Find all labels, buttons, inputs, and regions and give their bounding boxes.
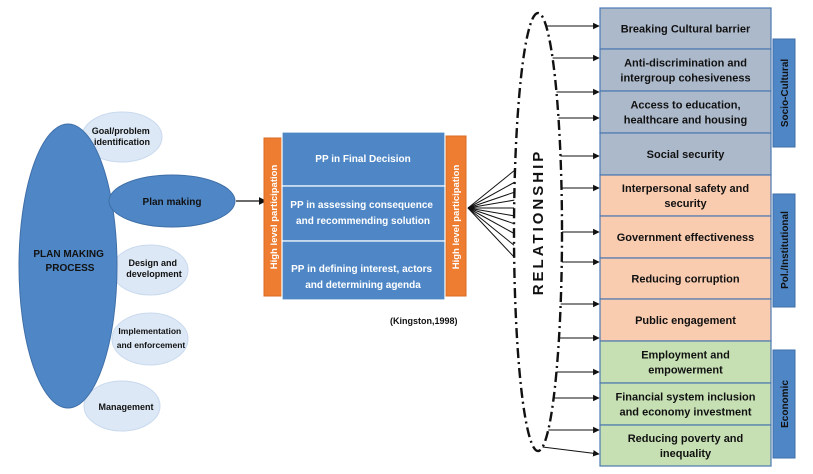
fan-line bbox=[467, 207, 516, 217]
citation: (Kingston,1998) bbox=[390, 316, 458, 326]
outcome-box bbox=[599, 90, 772, 134]
category-group: Socio-Cultural Pol./Institutional Econom… bbox=[772, 38, 796, 459]
outcome-label-line: Government effectiveness bbox=[617, 232, 755, 244]
outcome-box bbox=[599, 215, 772, 259]
outcome-label-line: Reducing corruption bbox=[631, 274, 739, 286]
stage-label-design: Design and development bbox=[126, 258, 182, 279]
stage-label-goal: Goal/problem identification bbox=[92, 126, 153, 147]
participation-bar-right bbox=[445, 135, 467, 297]
outcome-label-line: healthcare and housing bbox=[624, 115, 747, 127]
outcome-boxes: Breaking Cultural barrierAnti-discrimina… bbox=[599, 7, 772, 467]
outcome-box bbox=[599, 48, 772, 92]
outcome-label-line: Public engagement bbox=[635, 315, 736, 327]
stage-ellipse-implementation bbox=[111, 312, 189, 366]
outcome-arrow bbox=[542, 446, 600, 457]
participation-label-final: PP in Final Decision bbox=[315, 154, 410, 165]
fan-lines bbox=[467, 169, 516, 259]
outcome-box bbox=[599, 298, 772, 342]
outcome-label: Reducing poverty and inequality bbox=[628, 433, 744, 460]
stage-label-implementation-line-2: and enforcement bbox=[117, 340, 186, 350]
outcome-box bbox=[599, 257, 772, 300]
fan-line bbox=[467, 169, 516, 209]
outcome-box bbox=[599, 382, 772, 426]
fan-line bbox=[467, 199, 516, 209]
outcome-label-line: Social security bbox=[647, 149, 726, 161]
outcome-label-line: Breaking Cultural barrier bbox=[621, 24, 751, 36]
fan-line bbox=[467, 207, 516, 247]
outcome-label: Reducing corruption bbox=[631, 274, 739, 286]
fan-line bbox=[467, 191, 516, 209]
category-label-socio: Socio-Cultural bbox=[780, 59, 791, 128]
outcome-label-line: empowerment bbox=[648, 365, 723, 377]
outcome-label-line: Employment and bbox=[641, 350, 730, 362]
plan-making-process-line-1: PLAN MAKING bbox=[33, 249, 104, 260]
category-bar-eco bbox=[772, 349, 796, 459]
participation-box-assessing bbox=[281, 185, 446, 242]
outcome-label: Social security bbox=[647, 149, 726, 161]
outcome-label-line: Anti-discrimination and bbox=[624, 58, 747, 70]
stage-label-goal-line-2: identification bbox=[94, 137, 150, 147]
outcome-label-line: intergroup cohesiveness bbox=[620, 73, 750, 85]
participation-group: PP in Final Decision PP in assessing con… bbox=[263, 131, 467, 326]
participation-label-defining-line-1: PP in defining interest, actors bbox=[291, 264, 432, 275]
outcome-label-line: Financial system inclusion bbox=[616, 392, 756, 404]
stage-label-design-line-2: development bbox=[126, 269, 182, 279]
category-bar-socio bbox=[772, 38, 796, 148]
outcome-label: Interpersonal safety and security bbox=[622, 183, 749, 210]
relationship-group: RELATIONSHIP bbox=[512, 11, 564, 453]
fan-line bbox=[467, 181, 516, 209]
outcome-label: Public engagement bbox=[635, 315, 736, 327]
plan-process-group: PLAN MAKING PROCESS Plan making Goal/pro… bbox=[18, 111, 267, 432]
outcome-box bbox=[599, 424, 772, 467]
plan-making-label: Plan making bbox=[143, 197, 202, 208]
outcome-arrows bbox=[542, 22, 600, 457]
stage-label-management-line-1: Management bbox=[98, 402, 153, 412]
outcome-label-line: and economy investment bbox=[619, 407, 751, 419]
outcome-label: Anti-discrimination and intergroup cohesi… bbox=[620, 58, 750, 85]
stage-ellipse-management bbox=[83, 380, 161, 432]
participation-label-assessing: PP in assessing consequence and recommen… bbox=[290, 200, 435, 227]
plan-making-process-ellipse bbox=[18, 123, 118, 409]
participation-box-final-decision bbox=[281, 131, 446, 187]
stage-label-goal-line-1: Goal/problem bbox=[92, 126, 150, 136]
participation-side-label-left: High level participation bbox=[269, 165, 280, 270]
participation-label-defining: PP in defining interest, actors and dete… bbox=[291, 264, 435, 291]
fan-line bbox=[467, 207, 516, 225]
fan-line bbox=[467, 207, 516, 259]
outcome-label: Breaking Cultural barrier bbox=[621, 24, 751, 36]
participation-label-defining-line-2: and determining agenda bbox=[305, 280, 421, 291]
stage-label-design-line-1: Design and bbox=[128, 258, 177, 268]
category-bar-pol bbox=[772, 193, 796, 308]
outcome-label: Financial system inclusion and economy in… bbox=[616, 392, 756, 419]
outcome-label-line: Reducing poverty and bbox=[628, 433, 744, 445]
outcome-label-line: Interpersonal safety and bbox=[622, 183, 749, 195]
plan-making-process-label: PLAN MAKING PROCESS bbox=[33, 249, 106, 274]
outcome-label: Access to education, healthcare and housi… bbox=[624, 100, 747, 127]
fan-line bbox=[467, 207, 516, 235]
participation-side-label-right: High level participation bbox=[451, 165, 462, 270]
stage-label-implementation-line-1: Implementation bbox=[118, 326, 181, 336]
outcome-label: Government effectiveness bbox=[617, 232, 755, 244]
category-label-eco: Economic bbox=[780, 380, 791, 428]
participation-label-final-line-1: PP in Final Decision bbox=[315, 154, 410, 165]
category-label-pol: Pol./Institutional bbox=[780, 211, 791, 289]
participation-box-defining bbox=[281, 240, 446, 301]
relationship-label: RELATIONSHIP bbox=[530, 149, 547, 296]
participation-label-assessing-line-1: PP in assessing consequence bbox=[290, 200, 433, 211]
outcome-box bbox=[599, 7, 772, 50]
stage-label-management: Management bbox=[98, 402, 153, 412]
outcome-label-line: security bbox=[664, 198, 707, 210]
plan-making-ellipse bbox=[108, 174, 236, 228]
stage-label-implementation: Implementation and enforcement bbox=[117, 326, 186, 350]
outcome-label: Employment and empowerment bbox=[641, 350, 730, 377]
plan-making-process-line-2: PROCESS bbox=[46, 263, 95, 274]
participation-label-assessing-line-2: and recommending solution bbox=[296, 216, 430, 227]
outcome-box bbox=[599, 340, 772, 384]
outcome-label-line: inequality bbox=[660, 448, 712, 460]
outcome-label-line: Access to education, bbox=[630, 100, 740, 112]
